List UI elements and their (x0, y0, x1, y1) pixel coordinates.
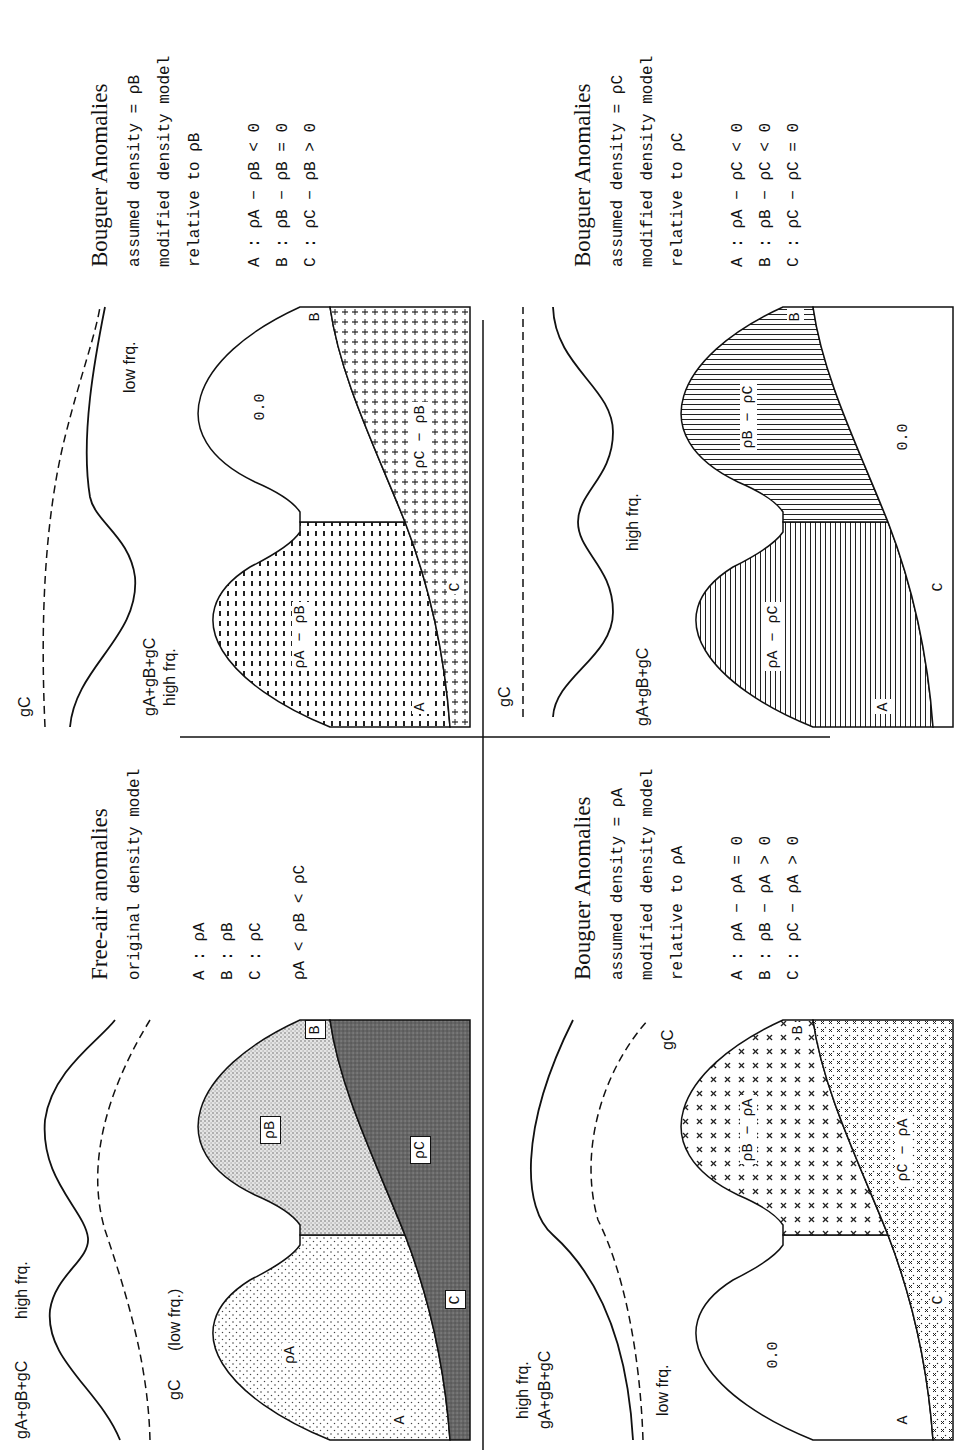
panel-title: Bouguer Anomalies (87, 84, 113, 267)
panel-text: C : ρC (247, 922, 265, 980)
body-c (813, 307, 953, 727)
region-box: ρC (410, 1136, 431, 1164)
total-curve (553, 307, 613, 717)
box-label: ρB (262, 1121, 279, 1139)
body-c (813, 1020, 953, 1440)
body-c (330, 307, 470, 727)
curve-label: gA+gB+gC (634, 648, 652, 726)
panel-text: B : ρB (219, 922, 237, 980)
region-label: A (392, 1412, 409, 1427)
panel-title: Free-air anomalies (87, 808, 113, 980)
region-label: ρA − ρC (765, 602, 782, 671)
total-curve (45, 1020, 120, 1440)
box-label: C (447, 1295, 464, 1304)
curve-label: gC (166, 1380, 184, 1400)
region-label: C (930, 579, 947, 594)
total-curve (531, 1020, 633, 1440)
curve-label: gC (659, 1030, 677, 1050)
panel-text: original density model (126, 769, 144, 980)
body-a (696, 522, 933, 727)
region-box: ρB (260, 1116, 281, 1144)
region-label: A (895, 1412, 912, 1427)
region-label: A (412, 699, 429, 714)
regional-curve (591, 1020, 648, 1440)
region-label: ρB − ρA (740, 1095, 757, 1164)
divider-line (482, 320, 484, 1450)
region-label: ρC − ρA (895, 1115, 912, 1184)
region-label: B (787, 309, 804, 324)
curve-label: (low frq.) (166, 1289, 184, 1351)
body-a (213, 522, 450, 727)
panel-text: relative to ρB (186, 133, 204, 267)
panel-text: B : ρB − ρA > 0 (757, 836, 775, 980)
regional-curve (522, 307, 524, 717)
region-label: A (875, 699, 892, 714)
body-c (330, 1020, 470, 1440)
region-label: ρC − ρB (412, 402, 429, 471)
region-label: 0.0 (252, 390, 269, 423)
panel-text: relative to ρC (669, 133, 687, 267)
bouguer-b-panel (43, 307, 470, 727)
region-label: ρA − ρB (292, 602, 309, 671)
region-label: ρB − ρC (740, 382, 757, 451)
divider-line (180, 736, 830, 738)
bouguer-a-panel (531, 1020, 953, 1440)
panel-text: C : ρC − ρC = 0 (785, 123, 803, 267)
panel-text: A : ρA − ρC < 0 (729, 123, 747, 267)
body-a (213, 1235, 450, 1440)
curve-label: high frq. (161, 648, 179, 706)
region-box: C (445, 1290, 466, 1309)
region-label: 0.0 (895, 420, 912, 453)
regional-curve (43, 307, 100, 727)
panel-text: assumed density = ρA (609, 788, 627, 980)
curve-label: low frq. (654, 1364, 672, 1416)
region-label: ρA (282, 1343, 299, 1367)
free-air-panel (45, 1020, 470, 1440)
curve-label: gA+gB+gC (13, 1361, 31, 1439)
panel-text: A : ρA − ρA = 0 (729, 836, 747, 980)
panel-text: B : ρB − ρC < 0 (757, 123, 775, 267)
panel-text: assumed density = ρB (126, 75, 144, 267)
curve-label: gC (496, 687, 514, 707)
region-label: C (447, 579, 464, 594)
body-a (696, 1235, 933, 1440)
panel-text: C : ρC − ρA > 0 (785, 836, 803, 980)
panel-text: modified density model (639, 56, 657, 267)
bouguer-c-panel (523, 307, 953, 727)
curve-label: gA+gB+gC (536, 1351, 554, 1429)
panel-text: C : ρC − ρB > 0 (302, 123, 320, 267)
panel-text: A : ρA − ρB < 0 (246, 123, 264, 267)
region-box: B (305, 1020, 326, 1039)
panel-title: Bouguer Anomalies (570, 84, 596, 267)
curve-label: low frq. (121, 341, 139, 393)
region-label: 0.0 (765, 1338, 782, 1371)
region-label: C (930, 1292, 947, 1307)
curve-label: high frq. (13, 1261, 31, 1319)
box-label: B (307, 1025, 324, 1034)
box-label: ρC (412, 1141, 429, 1159)
panel-text: modified density model (156, 56, 174, 267)
panel-text: modified density model (639, 769, 657, 980)
panel-text: A : ρA (191, 922, 209, 980)
curve-label: gC (16, 697, 34, 717)
curve-label: gA+gB+gC (141, 638, 159, 716)
region-label: B (307, 309, 324, 324)
panel-text: B : ρB − ρB = 0 (274, 123, 292, 267)
curve-label: high frq. (624, 493, 642, 551)
panel-text: ρA < ρB < ρC (291, 865, 309, 980)
panel-text: relative to ρA (669, 846, 687, 980)
region-label: B (790, 1022, 807, 1037)
panel-text: assumed density = ρC (609, 75, 627, 267)
panel-title: Bouguer Anomalies (570, 797, 596, 980)
curve-label: high frq. (514, 1361, 532, 1419)
regional-curve (98, 1020, 150, 1440)
